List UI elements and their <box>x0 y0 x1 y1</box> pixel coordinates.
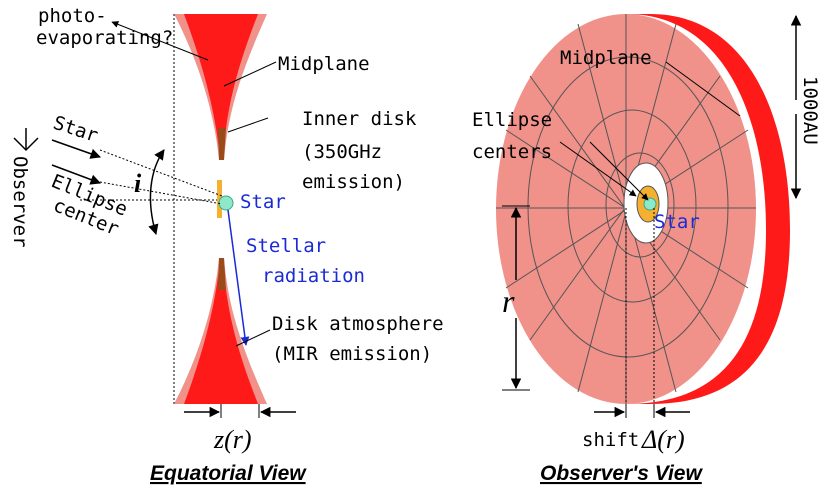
r-label: r <box>502 283 515 319</box>
ellipse-centers-label-2: centers <box>472 141 552 163</box>
ellipse-centers-arrow-1 <box>559 141 637 197</box>
stellar-radiation-label-2: radiation <box>262 265 365 287</box>
ellipse-centers-arrow-2 <box>589 141 649 201</box>
stellar-radiation-arrow <box>227 209 250 346</box>
midplane-pointer <box>223 61 277 87</box>
stellar-radiation-label-1: Stellar <box>246 235 326 257</box>
inner-disk-label-2: (350GHz <box>302 141 382 163</box>
equatorial-view-title: Equatorial View <box>150 462 307 485</box>
photo-evap-arrow <box>111 21 209 61</box>
ellipse-direction-arrow <box>51 164 101 185</box>
midplane-label-left: Midplane <box>278 53 370 75</box>
scale-label: 1000AU <box>799 76 821 145</box>
ellipse-centers-label-1: Ellipse <box>472 109 552 131</box>
inner-disk-pointer <box>227 117 269 133</box>
disk-atmosphere-label-2: (MIR emission) <box>272 343 432 365</box>
inner-rim-bar <box>217 180 222 218</box>
star-direction-arrow <box>51 139 101 159</box>
disk-edge-band <box>626 14 790 404</box>
disk-atm-pointer <box>235 329 271 347</box>
observer-label: Observer <box>9 156 31 248</box>
inner-disk-label-3: emission) <box>302 171 405 193</box>
upper-inner-disk <box>218 128 226 160</box>
line-of-sight-1 <box>99 149 223 197</box>
delta-r-label: Δ(r) <box>641 425 685 454</box>
midplane-label-right: Midplane <box>560 47 652 69</box>
z-r-label: z(r) <box>213 425 252 454</box>
photo-evap-label-2: evaporating? <box>36 27 173 49</box>
star-dot-right <box>643 197 657 211</box>
shift-label: shift <box>582 429 639 451</box>
midplane-pointer-right <box>665 61 741 117</box>
inclination-label: i <box>134 169 142 198</box>
upper-disk-midplane <box>184 14 258 160</box>
inner-disk-label-1: Inner disk <box>302 108 417 130</box>
photo-evap-label-1: photo- <box>38 5 107 27</box>
observers-view-title: Observer's View <box>540 462 703 485</box>
star-label-left: Star <box>240 191 286 213</box>
inclination-arc <box>148 149 165 236</box>
equatorial-view: photo- evaporating? Midplane Inner disk … <box>9 5 444 485</box>
observers-view: Midplane Ellipse centers Star 1000AU r s… <box>472 14 821 485</box>
lower-disk-midplane <box>184 258 258 404</box>
lower-inner-disk <box>218 258 226 290</box>
star-label-right: Star <box>654 211 700 233</box>
disk-atmosphere-label-1: Disk atmosphere <box>272 313 444 335</box>
star-dot <box>218 195 234 211</box>
